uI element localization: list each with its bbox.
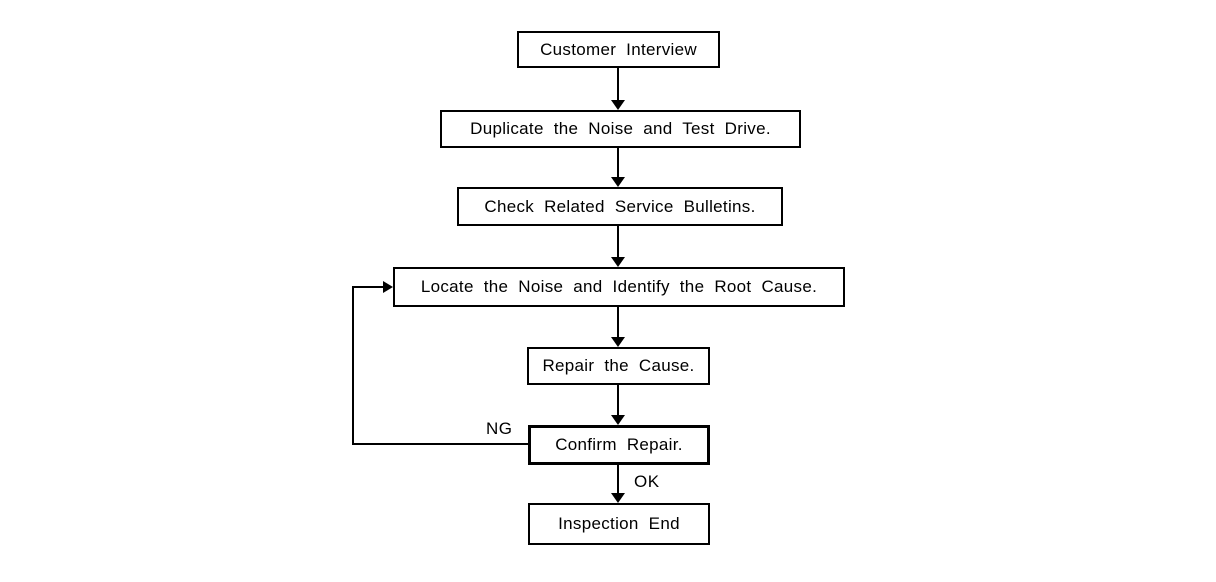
node-confirm-repair: Confirm Repair. (528, 425, 710, 465)
node-inspection-end: Inspection End (528, 503, 710, 545)
node-customer-interview: Customer Interview (517, 31, 720, 68)
ng-loop-line-vertical (352, 286, 354, 445)
node-locate-noise-identify-root-cause: Locate the Noise and Identify the Root C… (393, 267, 845, 307)
node-check-related-service-bulletins: Check Related Service Bulletins. (457, 187, 783, 226)
arrowhead-down-icon (611, 415, 625, 425)
ng-loop-line-top (352, 286, 384, 288)
node-repair-the-cause: Repair the Cause. (527, 347, 710, 385)
edge-line-2 (617, 148, 619, 177)
arrowhead-down-icon (611, 177, 625, 187)
edge-line-5 (617, 385, 619, 415)
ng-loop-line-bottom (352, 443, 528, 445)
edge-line-4 (617, 307, 619, 337)
edge-line-1 (617, 68, 619, 100)
arrowhead-down-icon (611, 337, 625, 347)
edge-label-ng: NG (486, 419, 513, 438)
edge-label-ok: OK (634, 472, 660, 491)
node-duplicate-noise-and-test-drive: Duplicate the Noise and Test Drive. (440, 110, 801, 148)
arrowhead-right-icon (383, 281, 393, 293)
arrowhead-down-icon (611, 257, 625, 267)
edge-line-3 (617, 226, 619, 257)
arrowhead-down-icon (611, 100, 625, 110)
edge-line-6 (617, 465, 619, 493)
arrowhead-down-icon (611, 493, 625, 503)
